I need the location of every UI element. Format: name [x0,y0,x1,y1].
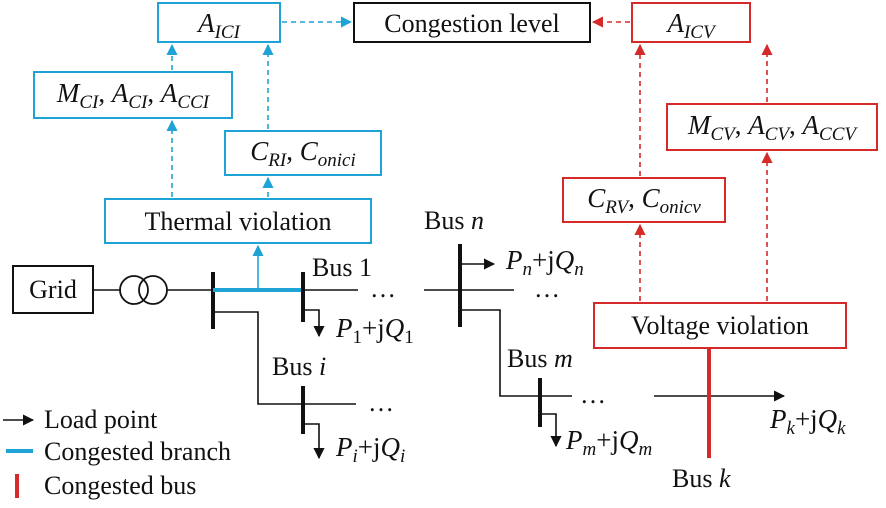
voltage-metrics-label: MCV, ACV, ACCV [687,110,858,145]
ellipsis-bus-i: … [368,388,394,417]
voltage-ratios-box [562,177,726,223]
legend-congested-bus: Congested bus [44,471,196,500]
load-arrow-m [540,413,562,448]
load-k-label: Pk+jQk [769,404,846,439]
thermal-metrics-label: MCI, ACI, ACCI [56,78,211,113]
grid-box [12,265,94,314]
load-arrow-1 [303,309,325,338]
aici-label: AICI [196,8,242,43]
branch-to-bus-i [213,311,303,405]
ellipsis-bus-m: … [580,380,606,409]
aici-box [157,2,281,43]
bus-k-label: Bus k [672,464,731,493]
congestion-level-label: Congestion level [384,9,559,38]
voltage-violation-box [593,302,847,349]
aicv-box [631,2,751,43]
bus-m-label: Bus m [507,344,573,373]
voltage-ratios-label: CRV, Conicv [587,183,701,218]
grid-label: Grid [29,275,77,304]
load-arrow-i [303,423,325,460]
thermal-metrics-box [33,71,233,119]
load-n-label: Pn+jQn [505,245,584,280]
thermal-ratios-box [224,130,382,176]
branch-to-bus-m [460,309,540,397]
thermal-violation-box [104,198,372,244]
thermal-violation-label: Thermal violation [144,207,331,236]
load-m-label: Pm+jQm [565,425,652,460]
voltage-violation-label: Voltage violation [631,311,809,340]
congestion-level-box [353,2,591,43]
aicv-label: AICV [665,8,717,43]
ellipsis-bus-1: … [370,274,396,303]
legend-load-point: Load point [44,405,158,434]
transformer-icon [93,275,213,305]
load-i-label: Pi+jQi [335,432,405,467]
bus-n-label: Bus n [424,206,484,235]
legend-congested-branch: Congested branch [44,437,231,466]
load-1-label: P1+jQ1 [335,313,414,348]
ellipsis-bus-n: … [534,274,560,303]
bus-1-label: Bus 1 [312,253,372,282]
voltage-metrics-box [666,103,878,151]
thermal-ratios-label: CRI, Conici [250,136,355,171]
bus-i-label: Bus i [272,352,326,381]
